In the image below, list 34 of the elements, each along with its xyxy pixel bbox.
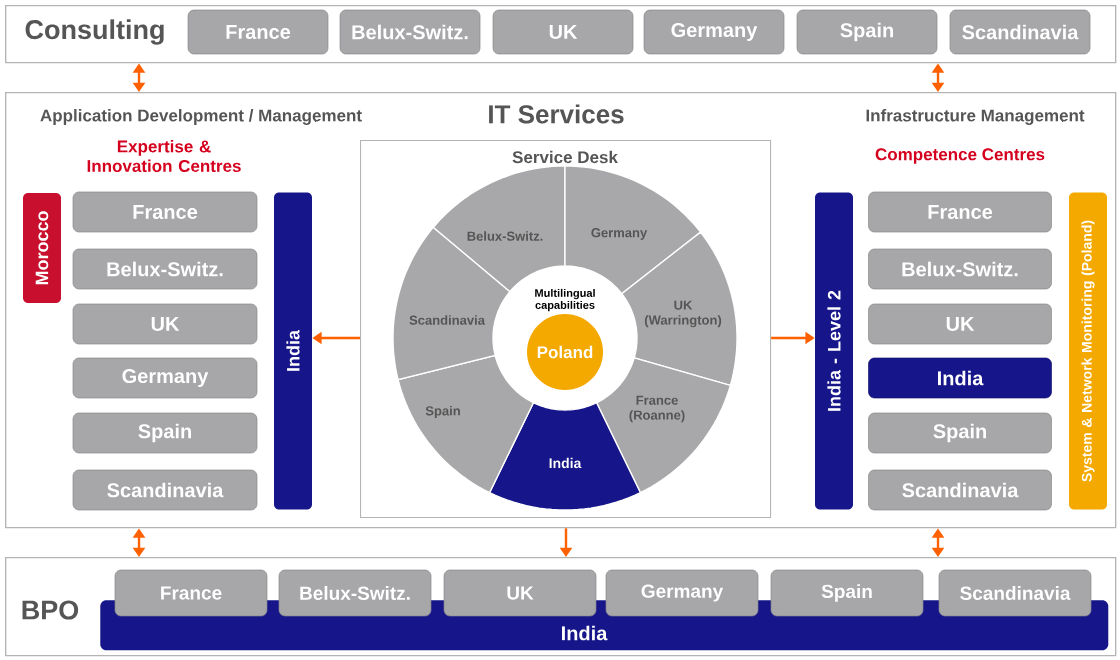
country-box: Spain xyxy=(770,569,924,617)
country-box: Scandinavia xyxy=(938,569,1092,617)
country-box: UK xyxy=(72,303,258,345)
country-box: UK xyxy=(868,303,1052,345)
section-heading: Expertise & Innovation Centres xyxy=(87,140,241,172)
country-box: UK xyxy=(492,9,634,55)
vertical-bar: India xyxy=(274,192,312,510)
country-box: France xyxy=(868,191,1052,233)
country-box: Scandinavia xyxy=(72,469,258,511)
ring-segment: Spain xyxy=(397,354,535,494)
country-box: Belux-Switz. xyxy=(278,569,432,617)
country-box: Spain xyxy=(868,412,1052,454)
section-heading: Application Development / Management xyxy=(40,109,362,125)
country-box: Spain xyxy=(72,412,258,454)
country-box: Belux-Switz. xyxy=(72,248,258,290)
section-heading: Competence Centres xyxy=(875,148,1045,164)
country-box: France xyxy=(187,9,329,55)
country-box: India xyxy=(868,357,1052,399)
country-box: Spain xyxy=(796,9,938,55)
section-heading: Infrastructure Management xyxy=(866,109,1085,125)
vertical-bar: India - Level 2 xyxy=(815,192,853,510)
country-box: Germany xyxy=(72,357,258,399)
vertical-bar: System & Network Monitoring (Poland) xyxy=(1069,192,1107,510)
vertical-bar: Morocco xyxy=(23,193,61,303)
country-box: Belux-Switz. xyxy=(868,248,1052,290)
country-box: Germany xyxy=(643,9,785,55)
country-box: Germany xyxy=(605,569,759,617)
country-box: France xyxy=(72,191,258,233)
country-box: Scandinavia xyxy=(868,469,1052,511)
ring-segment: France (Roanne) xyxy=(595,357,732,494)
country-box: UK xyxy=(443,569,597,617)
country-box: France xyxy=(114,569,268,617)
country-box: Belux-Switz. xyxy=(339,9,481,55)
country-box: Scandinavia xyxy=(949,9,1091,55)
